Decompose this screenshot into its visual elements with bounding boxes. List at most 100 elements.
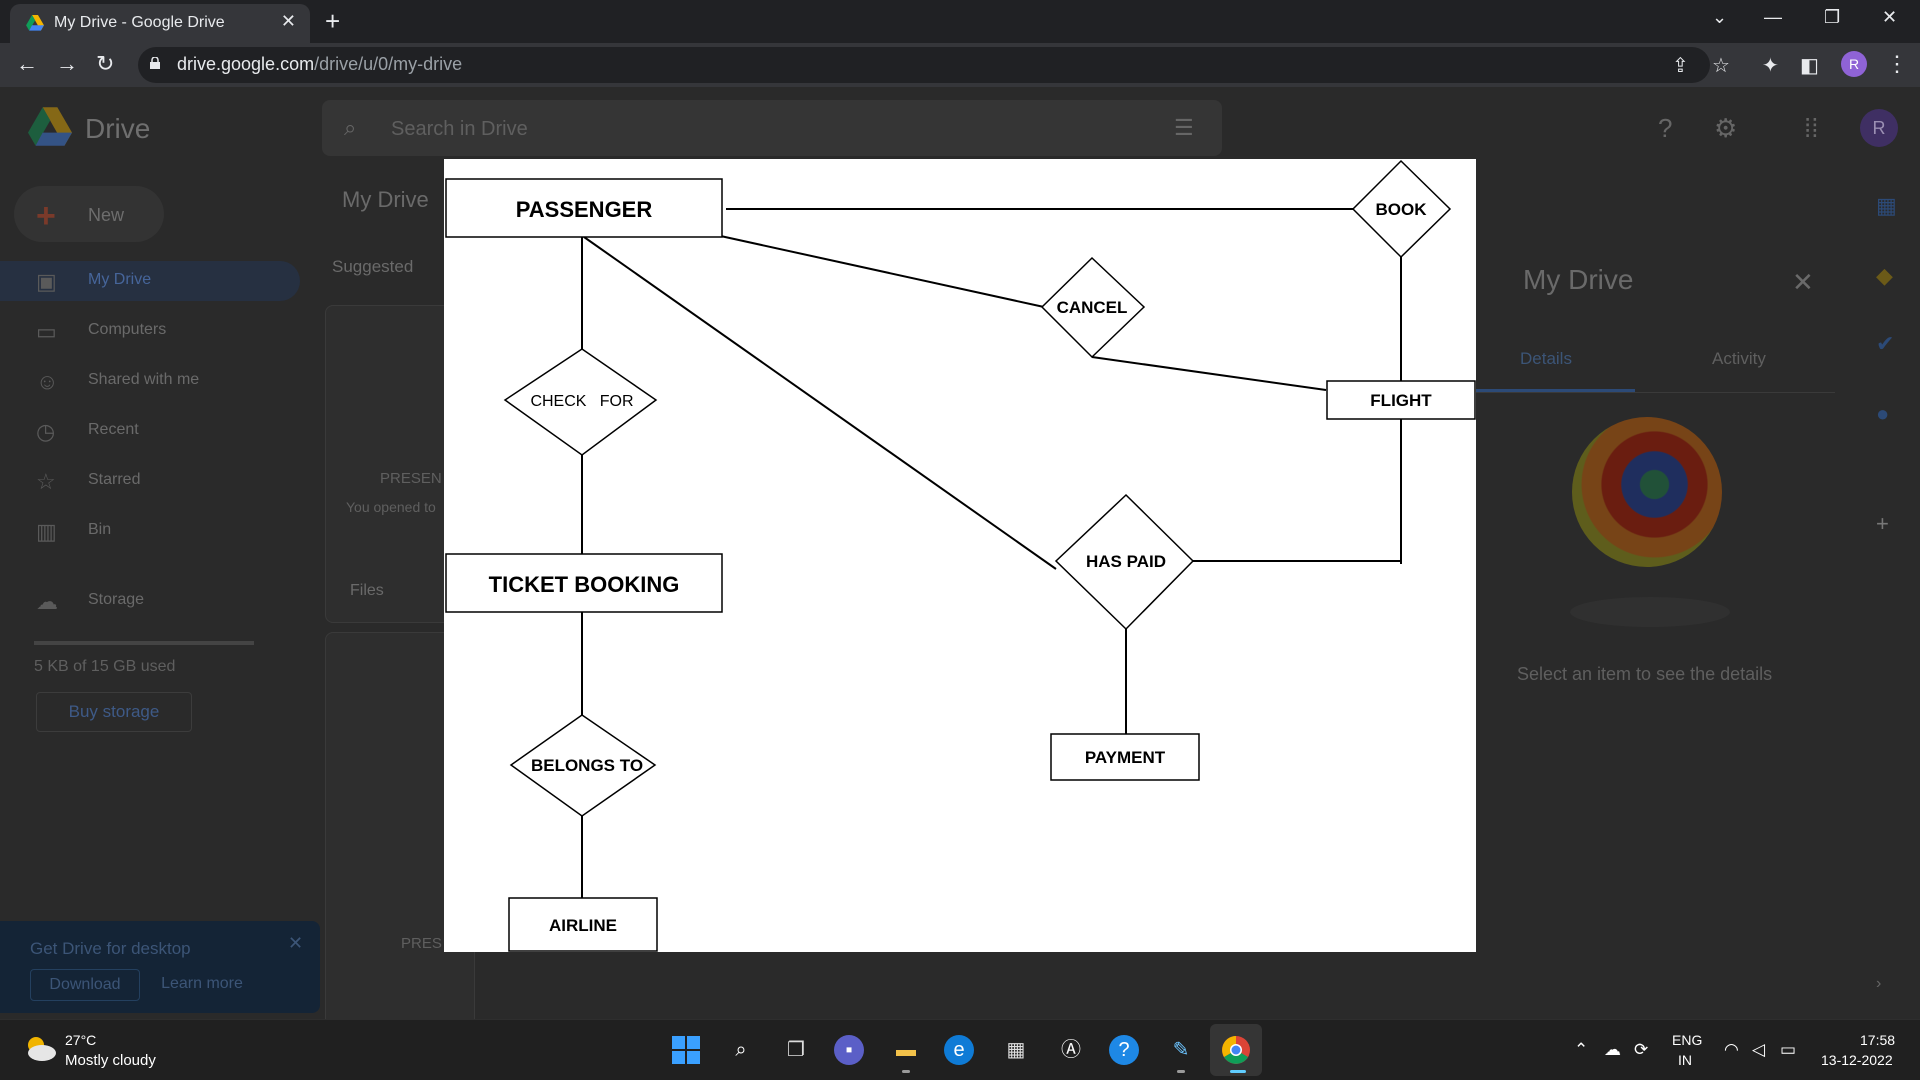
settings-gear-icon[interactable]: ⚙: [1714, 113, 1738, 143]
ticket-booking-label: TICKET BOOKING: [489, 572, 680, 597]
flight-label: FLIGHT: [1370, 391, 1432, 410]
contacts-icon[interactable]: ●: [1876, 401, 1890, 426]
url-text: drive.google.com/drive/u/0/my-drive: [177, 54, 463, 74]
drive-search-bar[interactable]: [322, 100, 1222, 156]
volume-icon[interactable]: ◁: [1752, 1040, 1766, 1059]
suggested-heading: Suggested: [332, 257, 414, 276]
side-panel-icon[interactable]: ◧: [1800, 55, 1819, 77]
search-options-icon[interactable]: ☰: [1174, 115, 1194, 140]
star-icon: ☆: [36, 469, 56, 494]
input-region[interactable]: IN: [1678, 1052, 1692, 1068]
sync-icon[interactable]: ⟳: [1634, 1040, 1649, 1059]
onedrive-icon[interactable]: ☁: [1604, 1040, 1621, 1059]
cloudy-weather-icon[interactable]: [22, 1034, 58, 1062]
new-button[interactable]: [14, 186, 164, 242]
er-diagram: PASSENGER TICKET BOOKING AIRLINE FLIGHT …: [445, 159, 1476, 952]
lock-icon: [150, 57, 160, 69]
airline-label: AIRLINE: [549, 916, 617, 935]
tab-details[interactable]: Details: [1520, 349, 1572, 368]
sidebar-item-shared[interactable]: ☺ Shared with me: [36, 369, 200, 394]
share-icon[interactable]: ⇪: [1672, 55, 1689, 77]
calendar-icon[interactable]: ▦: [1876, 193, 1897, 218]
entity-shapes: [445, 159, 1476, 952]
tab-activity[interactable]: Activity: [1712, 349, 1766, 368]
google-drive-icon: [26, 15, 44, 31]
account-avatar[interactable]: R: [1860, 109, 1898, 147]
files-heading: Files: [350, 582, 384, 599]
paint-running-dot: [1177, 1070, 1185, 1073]
weather-description: Mostly cloudy: [65, 1052, 156, 1069]
relationship-cancel: [1040, 256, 1146, 359]
book-label: BOOK: [1376, 200, 1428, 219]
desktop-promo: [0, 921, 320, 1013]
has-paid-label: HAS PAID: [1086, 552, 1166, 571]
close-tab-icon[interactable]: ✕: [280, 11, 296, 31]
tab-search-icon[interactable]: ⌄: [1712, 7, 1728, 27]
sidebar-item-bin[interactable]: ▥ Bin: [36, 519, 112, 544]
payment-label: PAYMENT: [1085, 748, 1166, 767]
bookmark-star-icon[interactable]: ☆: [1712, 55, 1730, 77]
task-view-icon[interactable]: ❐: [787, 1039, 805, 1061]
restore-icon[interactable]: ❐: [1824, 7, 1841, 27]
address-bar[interactable]: [138, 47, 1710, 83]
expand-panel-icon[interactable]: ›: [1876, 975, 1882, 992]
tasks-icon[interactable]: ✔: [1876, 331, 1895, 356]
tabs-divider: [1475, 392, 1835, 393]
taskbar-search-icon[interactable]: ⌕: [735, 1039, 747, 1061]
file-preview: PASSENGER TICKET BOOKING AIRLINE FLIGHT …: [444, 159, 1476, 952]
help-icon[interactable]: ?: [1658, 113, 1673, 143]
sidebar-item-recent[interactable]: ◷ Recent: [36, 419, 139, 444]
file-explorer-icon[interactable]: ▬: [896, 1039, 916, 1061]
store-icon[interactable]: ▦: [1006, 1039, 1026, 1061]
browser-menu-icon[interactable]: ⋮: [1886, 51, 1908, 76]
entity-flight: [1326, 380, 1476, 420]
battery-icon[interactable]: ▭: [1780, 1040, 1797, 1059]
app-icon[interactable]: Ⓐ: [1061, 1039, 1081, 1061]
browser-tabstrip: My Drive - Google Drive ✕ + ⌄ — ❐ ✕: [0, 0, 1920, 43]
apps-grid-icon[interactable]: ⁞⁞: [1804, 113, 1819, 143]
chrome-icon[interactable]: [1219, 1033, 1253, 1067]
my-drive-icon: ▣: [36, 269, 57, 294]
add-addon-icon[interactable]: +: [1876, 511, 1889, 536]
sidebar-item-computers[interactable]: ▭ Computers: [36, 319, 167, 344]
clock-time[interactable]: 17:58: [1860, 1032, 1896, 1048]
chat-icon[interactable]: ▪: [834, 1035, 864, 1065]
edge-browser-icon[interactable]: e: [944, 1035, 974, 1065]
sidebar-item-my-drive[interactable]: ▣ My Drive: [0, 261, 300, 301]
windows-start-icon[interactable]: [669, 1033, 703, 1067]
promo-learn-more-button[interactable]: Learn more: [161, 975, 243, 992]
computers-icon: ▭: [36, 319, 57, 344]
close-details-icon[interactable]: ✕: [1792, 267, 1814, 297]
check-for-label: CHECK FOR: [530, 393, 633, 410]
back-icon[interactable]: ←: [16, 51, 38, 76]
new-tab-icon[interactable]: +: [325, 6, 341, 36]
clock-date[interactable]: 13-12-2022: [1821, 1052, 1893, 1068]
keep-icon[interactable]: ◆: [1876, 263, 1893, 288]
illustration-shadow: [1570, 597, 1730, 627]
details-panel: [1440, 257, 1880, 1017]
promo-download-button[interactable]: Download: [30, 969, 140, 1001]
extensions-icon[interactable]: ✦: [1762, 55, 1779, 77]
browser-tab[interactable]: My Drive - Google Drive ✕: [10, 4, 310, 43]
help-app-icon[interactable]: ?: [1109, 1035, 1139, 1065]
input-language[interactable]: ENG: [1672, 1032, 1703, 1048]
profile-avatar[interactable]: R: [1841, 51, 1867, 77]
reload-icon[interactable]: ↻: [96, 51, 115, 76]
close-window-icon[interactable]: ✕: [1882, 7, 1898, 27]
search-icon[interactable]: ⌕: [344, 115, 357, 140]
buy-storage-button[interactable]: Buy storage: [36, 692, 192, 732]
bin-icon: ▥: [36, 519, 57, 544]
relationship-has-paid: [1054, 493, 1195, 631]
file-name: PRES: [401, 935, 442, 952]
sidebar-item-storage[interactable]: ☁ Storage: [36, 589, 145, 614]
suggested-file-name: PRESEN: [380, 470, 442, 487]
storage-usage-bar: [34, 641, 254, 645]
search-input[interactable]: Search in Drive: [391, 118, 528, 140]
sidebar-item-starred[interactable]: ☆ Starred: [36, 469, 141, 494]
paint-icon[interactable]: ✎: [1172, 1039, 1190, 1061]
wifi-icon[interactable]: ◠: [1724, 1040, 1739, 1059]
promo-close-icon[interactable]: ✕: [288, 933, 304, 953]
minimize-icon[interactable]: —: [1764, 7, 1782, 27]
tray-overflow-icon[interactable]: ⌃: [1574, 1040, 1589, 1059]
forward-icon[interactable]: →: [56, 51, 78, 76]
